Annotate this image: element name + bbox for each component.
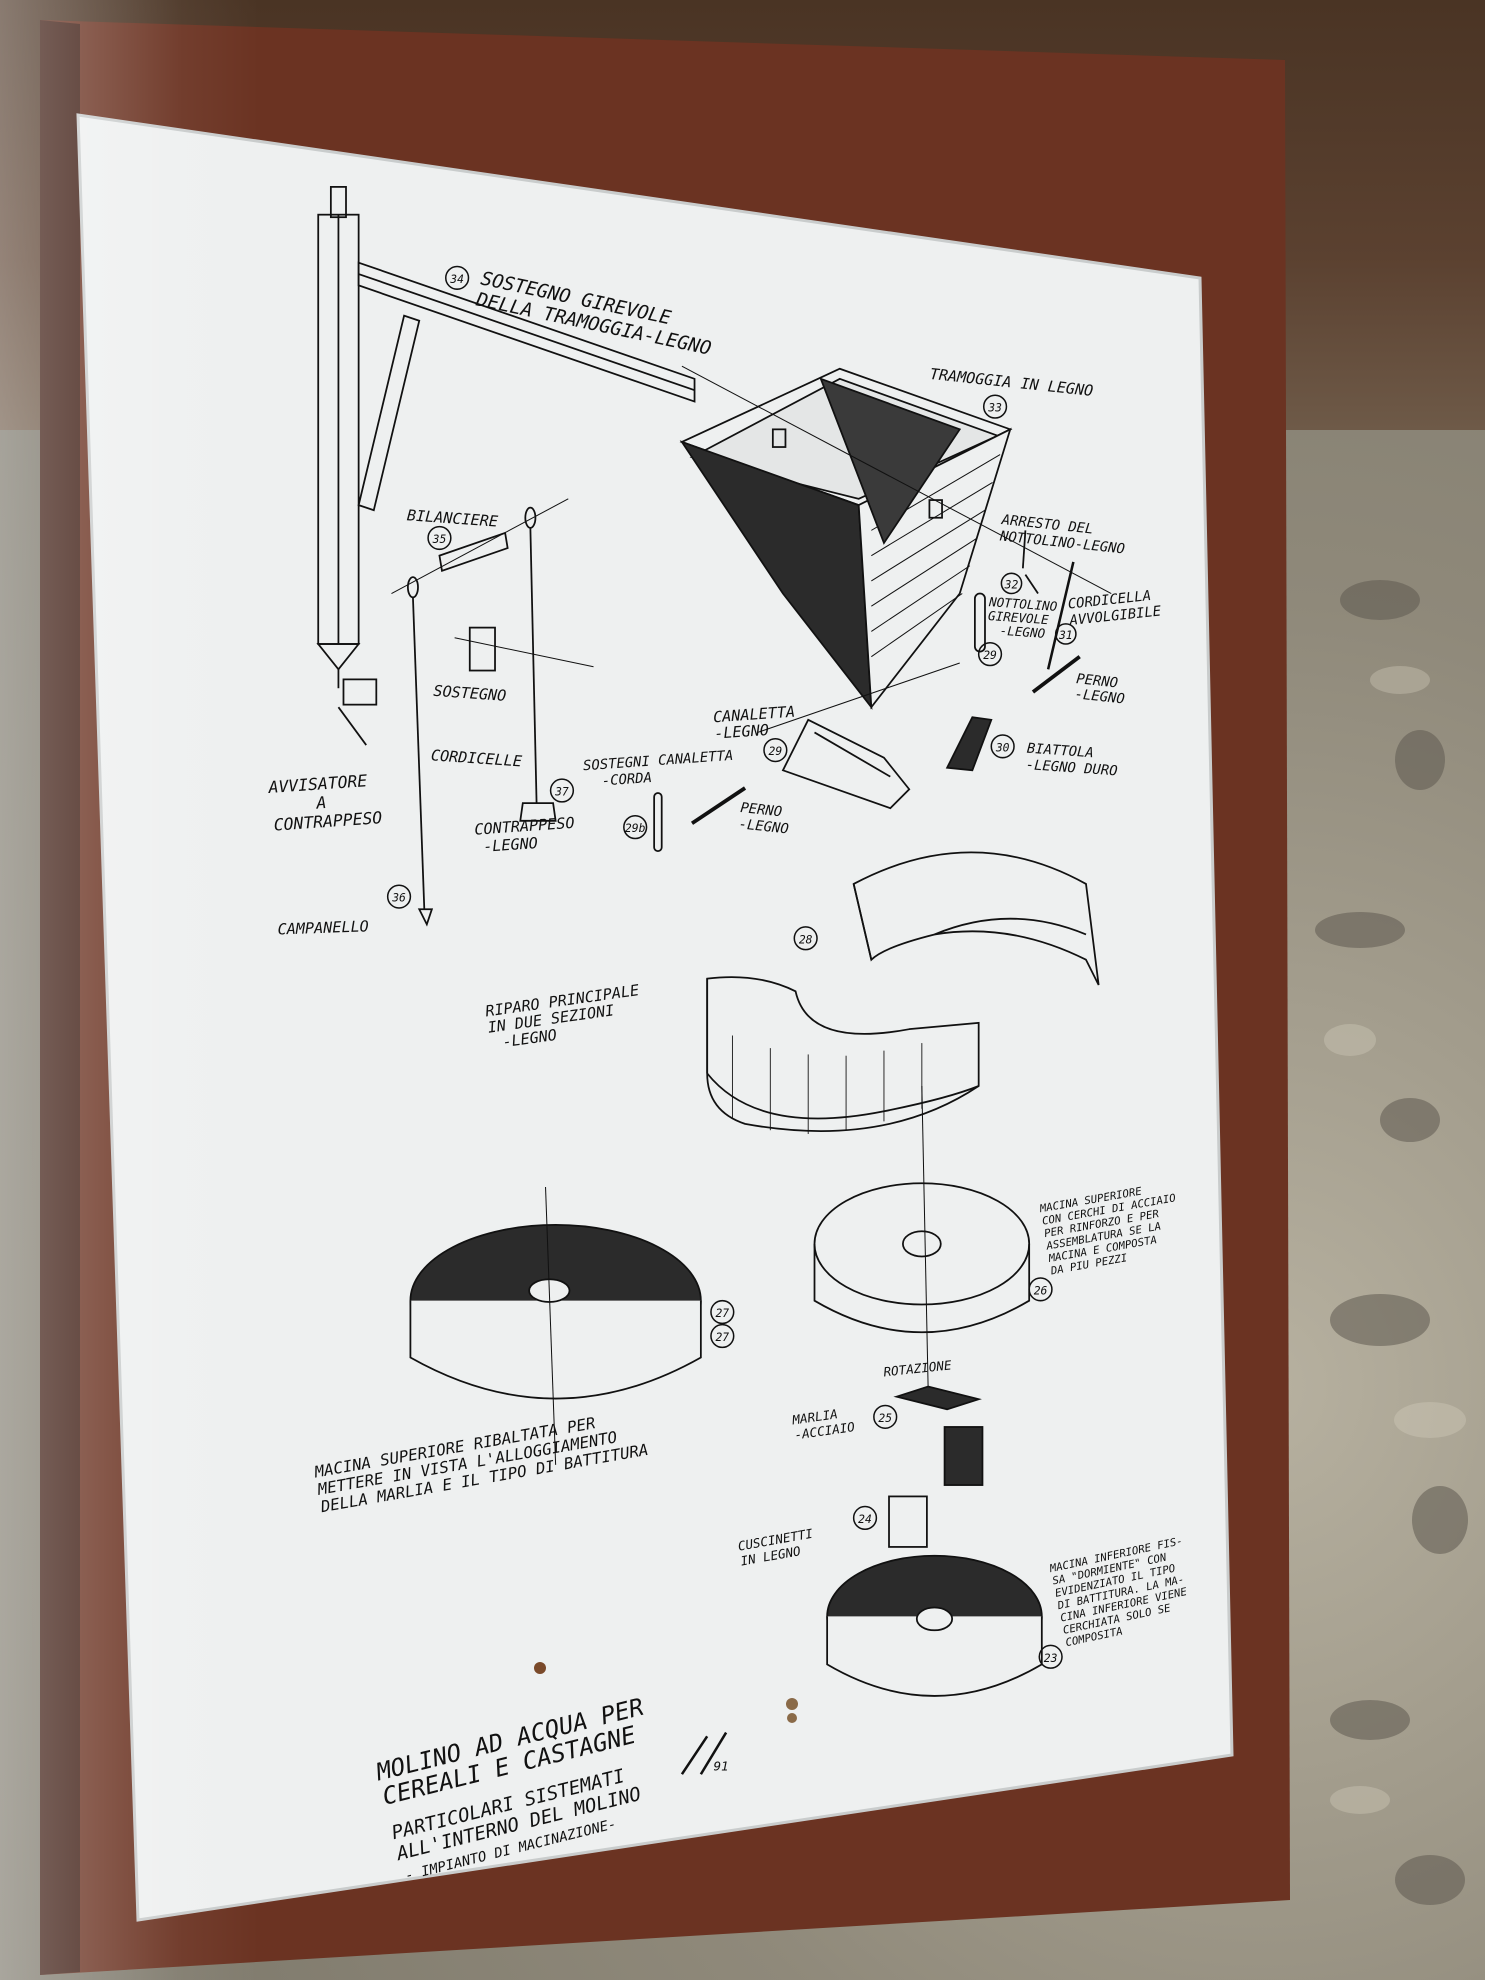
label-30-line1: BIATTOLA (1026, 741, 1094, 762)
signature-mark-2 (699, 1731, 728, 1775)
label-37-line2: -LEGNO (483, 834, 539, 856)
label-perno2-line2: -LEGNO (738, 816, 790, 837)
number-36: 36 (391, 891, 406, 905)
label-25-line1: MARLIA (790, 1406, 838, 1427)
small-parts-drawing (653, 530, 1081, 853)
label-perno2-line1: PERNO (740, 800, 783, 820)
label-sostegni-line2: -CORDA (601, 770, 652, 789)
part-number-circles (386, 265, 1077, 1669)
label-nottolino-line1: NOTTOLINO (988, 594, 1059, 614)
swivel-support-drawing (316, 186, 696, 746)
label-nottolino-line2: GIREVOLE (988, 608, 1050, 627)
label-nottolino-line3: -LEGNO (999, 623, 1046, 641)
upper-guard-drawing (852, 851, 1100, 986)
label-29-line1: CANALETTA (713, 703, 796, 727)
label-rotazione: ROTAZIONE (883, 1357, 953, 1379)
label-avvisatore-line2: A (315, 793, 327, 813)
number-27a: 27 (715, 1306, 729, 1320)
number-29c: 29b (625, 821, 646, 835)
rust-spot-3 (787, 1713, 797, 1723)
number-28: 28 (799, 932, 813, 946)
upper-millstone-drawing (813, 1085, 1031, 1390)
number-31: 31 (1058, 628, 1073, 642)
number-23: 23 (1044, 1651, 1058, 1665)
mill-diagram (316, 186, 1112, 1775)
balance-lever-drawing (391, 498, 594, 927)
label-sostegno: SOSTEGNO (433, 682, 507, 705)
signature-year: 91 (713, 1758, 728, 1773)
lower-millstone-drawing (826, 1554, 1043, 1697)
number-25: 25 (878, 1411, 892, 1425)
number-35: 35 (432, 532, 447, 546)
label-perno1-line1: PERNO (1075, 671, 1118, 691)
number-26: 26 (1034, 1283, 1048, 1297)
number-29b: 29 (769, 744, 783, 758)
rust-spot (534, 1662, 546, 1674)
hopper-drawing (679, 365, 1112, 710)
rust-spot-2 (786, 1698, 798, 1710)
flipped-millstone-drawing (409, 1187, 702, 1465)
main-guard-drawing (706, 976, 980, 1134)
marlia-bearings-drawing (888, 1385, 984, 1548)
label-36: CAMPANELLO (277, 917, 369, 938)
number-24: 24 (858, 1512, 872, 1526)
number-37: 37 (554, 785, 569, 799)
number-32: 32 (1004, 577, 1019, 591)
label-perno1-line2: -LEGNO (1074, 686, 1126, 707)
number-33: 33 (987, 401, 1002, 415)
number-34: 34 (449, 272, 464, 286)
frame-shadow (40, 20, 80, 1975)
number-29a: 29 (983, 648, 997, 662)
number-27b: 27 (715, 1330, 729, 1344)
number-30: 30 (995, 740, 1010, 754)
label-30-line2: -LEGNO DURO (1025, 757, 1118, 779)
signature-mark (680, 1735, 709, 1775)
label-29-line2: -LEGNO (714, 721, 770, 743)
